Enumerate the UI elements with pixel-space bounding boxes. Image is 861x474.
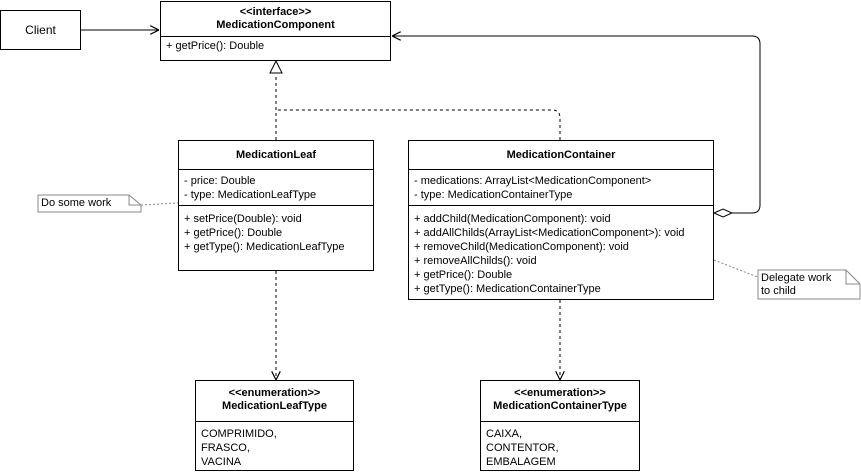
container-header: MedicationContainer bbox=[409, 141, 713, 169]
client-label: Client bbox=[25, 23, 56, 37]
delegate-note[interactable]: Delegate work to child bbox=[761, 272, 847, 298]
work-note-fold bbox=[128, 195, 141, 206]
leaf-type-values: COMPRIMIDO, FRASCO, VACINA bbox=[196, 421, 353, 469]
container-type-value: CAIXA, bbox=[486, 428, 523, 440]
container-name: MedicationContainer bbox=[506, 149, 616, 161]
leaf-attribute: - price: Double bbox=[184, 175, 256, 187]
aggregation-diamond bbox=[712, 208, 734, 218]
container-method: + removeChild(MedicationComponent): void bbox=[414, 241, 629, 253]
work-note-connector bbox=[140, 202, 179, 206]
container-attribute: - medications: ArrayList<MedicationCompo… bbox=[414, 175, 652, 187]
delegate-note-connector bbox=[713, 259, 761, 279]
container-type-header: <<enumeration>> MedicationContainerType bbox=[481, 381, 639, 421]
leaf-method: + getType(): MedicationLeafType bbox=[184, 241, 345, 253]
leaf-type-stereotype: <<enumeration>> bbox=[228, 387, 321, 399]
leaf-type-value: COMPRIMIDO, bbox=[201, 428, 277, 440]
container-type-values: CAIXA, CONTENTOR, EMBALAGEM bbox=[481, 421, 639, 469]
leaf-type-header: <<enumeration>> MedicationLeafType bbox=[196, 381, 353, 421]
delegate-note-text-2: to child bbox=[761, 285, 796, 297]
leaf-type-value: VACINA bbox=[201, 456, 242, 468]
leaf-type-name: MedicationLeafType bbox=[222, 400, 327, 412]
medication-container-type-enum[interactable]: <<enumeration>> MedicationContainerType … bbox=[480, 380, 640, 471]
client-box[interactable]: Client bbox=[0, 10, 81, 50]
work-note-text: Do some work bbox=[41, 197, 112, 209]
medication-component-class[interactable]: <<interface>> MedicationComponent + getP… bbox=[160, 1, 391, 61]
work-note-shape bbox=[37, 194, 142, 213]
aggregation-line bbox=[393, 36, 761, 214]
component-name: MedicationComponent bbox=[216, 19, 335, 31]
leaf-method: + setPrice(Double): void bbox=[184, 213, 302, 225]
container-attribute: - type: MedicationContainerType bbox=[414, 189, 573, 201]
medication-leaf-class[interactable]: MedicationLeaf - price: Double - type: M… bbox=[178, 140, 374, 271]
leaf-type-value: FRASCO, bbox=[201, 442, 250, 454]
work-note[interactable]: Do some work bbox=[41, 197, 131, 211]
component-stereotype: <<interface>> bbox=[239, 6, 312, 18]
container-attributes: - medications: ArrayList<MedicationCompo… bbox=[409, 169, 713, 205]
delegate-note-text-1: Delegate work bbox=[761, 272, 832, 284]
delegate-note-fold bbox=[845, 270, 860, 285]
container-type-name: MedicationContainerType bbox=[493, 400, 627, 412]
container-realization-line bbox=[276, 109, 561, 140]
container-methods: + addChild(MedicationComponent): void + … bbox=[409, 205, 713, 296]
leaf-methods: + setPrice(Double): void + getPrice(): D… bbox=[179, 205, 373, 254]
container-type-value: EMBALAGEM bbox=[486, 456, 556, 468]
component-method: + getPrice(): Double bbox=[166, 40, 265, 52]
container-type-value: CONTENTOR, bbox=[486, 442, 559, 454]
container-method: + getType(): MedicationContainerType bbox=[414, 283, 601, 295]
leaf-name: MedicationLeaf bbox=[235, 149, 317, 161]
container-method: + addAllChilds(ArrayList<MedicationCompo… bbox=[414, 227, 685, 239]
container-method: + getPrice(): Double bbox=[414, 269, 513, 281]
container-method: + removeAllChilds(): void bbox=[414, 255, 537, 267]
component-header: <<interface>> MedicationComponent bbox=[161, 2, 390, 36]
leaf-header: MedicationLeaf bbox=[179, 141, 373, 169]
leaf-method: + getPrice(): Double bbox=[184, 227, 283, 239]
container-method: + addChild(MedicationComponent): void bbox=[414, 213, 611, 225]
delegate-note-shape bbox=[757, 269, 861, 300]
leaf-attributes: - price: Double - type: MedicationLeafTy… bbox=[179, 169, 373, 205]
container-type-stereotype: <<enumeration>> bbox=[514, 387, 606, 399]
leaf-attribute: - type: MedicationLeafType bbox=[184, 189, 317, 201]
realization-triangle bbox=[269, 59, 283, 74]
medication-leaf-type-enum[interactable]: <<enumeration>> MedicationLeafType COMPR… bbox=[195, 380, 354, 471]
component-methods: + getPrice(): Double bbox=[161, 36, 390, 53]
medication-container-class[interactable]: MedicationContainer - medications: Array… bbox=[408, 140, 714, 300]
